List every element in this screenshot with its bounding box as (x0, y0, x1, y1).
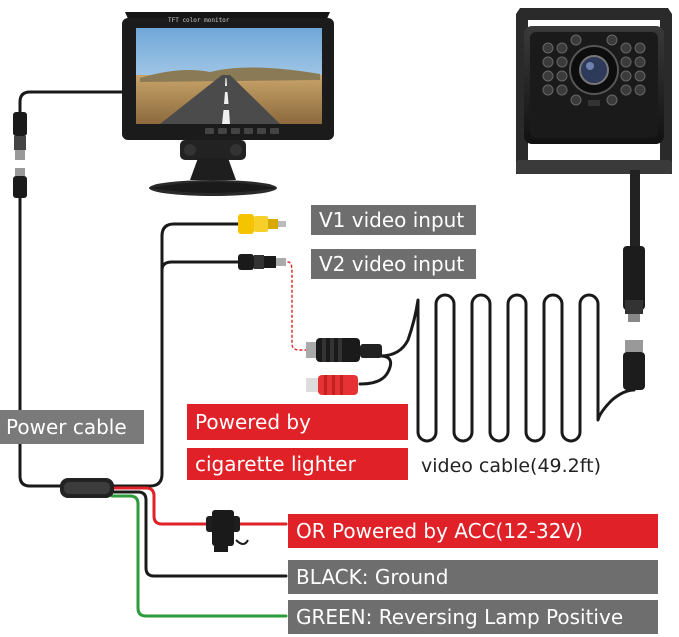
monitor-buttons (205, 128, 279, 134)
black-ground-label: BLACK: Ground (288, 560, 658, 594)
video-cable-length-label: video cable(49.2ft) (421, 454, 601, 477)
v2-video-input-label: V2 video input (311, 249, 476, 279)
powered-by-label: Powered by (187, 404, 408, 440)
monitor-screen (136, 28, 322, 124)
acc-power-label: OR Powered by ACC(12-32V) (288, 514, 658, 548)
v2-black-connector (238, 254, 286, 270)
v1-yellow-rca-connector (238, 214, 286, 234)
green-reversing-label: GREEN: Reversing Lamp Positive (288, 600, 658, 634)
wire-junction-box (60, 478, 114, 498)
backup-camera (516, 8, 672, 390)
cigarette-lighter-label: cigarette lighter (187, 448, 408, 480)
inline-fuse-holder (206, 510, 249, 552)
wires (18, 90, 636, 618)
power-connector-left (13, 112, 27, 198)
v1-video-input-label: V1 video input (311, 205, 476, 235)
video-cable-black-connector (306, 338, 382, 362)
power-cable-label: Power cable (0, 410, 144, 444)
monitor-screen-title: TFT color monitor (168, 17, 230, 24)
red-rca-plug (306, 375, 358, 395)
monitor: TFT color monitor (122, 12, 334, 196)
